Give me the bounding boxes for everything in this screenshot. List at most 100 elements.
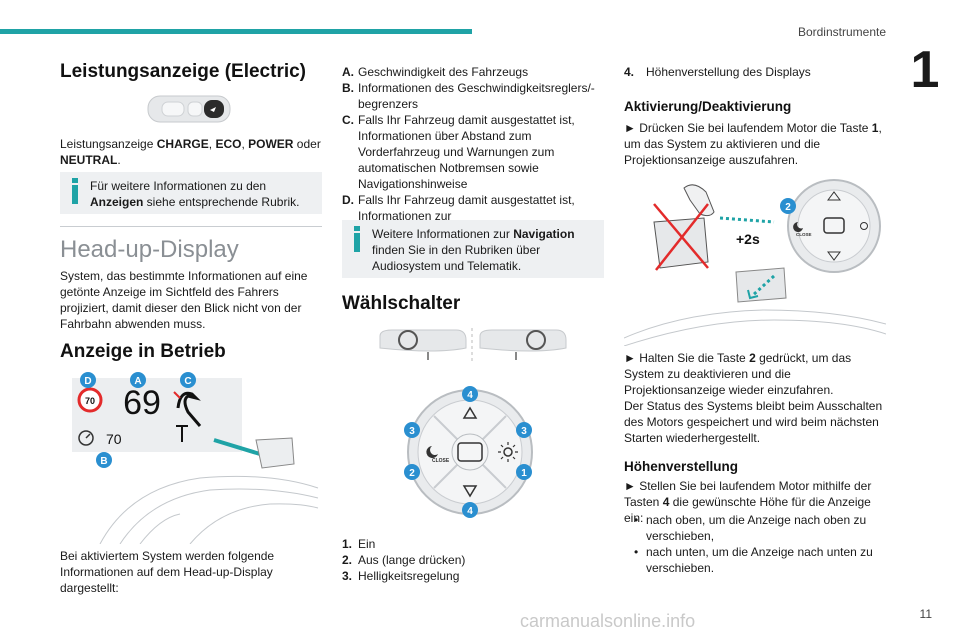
bullet-dot: • xyxy=(634,513,639,527)
divider xyxy=(60,226,322,227)
text: ► Halten Sie die Taste xyxy=(624,351,750,365)
text: ► Stellen Sie bei laufendem Motor mithil… xyxy=(624,479,872,509)
hud-display-image: 70 69 70 D A C B xyxy=(72,372,319,544)
hold-time-label: +2s xyxy=(736,231,760,247)
hud-bottom-text: Bei aktiviertem System werden folgende I… xyxy=(60,549,275,595)
info-text-bold: Anzeigen xyxy=(90,195,144,209)
badge-4-top: 4 xyxy=(462,386,478,402)
svg-text:A: A xyxy=(134,376,141,387)
list-item-4: 4.Höhenverstellung des Displays xyxy=(624,64,886,80)
leistung-text-oder: oder xyxy=(293,137,321,151)
label-a: A xyxy=(130,372,146,388)
bullet-dot: • xyxy=(634,545,639,559)
close-label: CLOSE xyxy=(432,458,450,464)
sep: , xyxy=(241,137,249,151)
list-item: B.Informationen des Geschwindigkeitsregl… xyxy=(342,80,604,112)
page-number: 11 xyxy=(919,607,932,621)
list-key: D. xyxy=(342,193,354,207)
info-text: finden Sie in den Rubriken über Audiosys… xyxy=(372,243,541,273)
svg-text:B: B xyxy=(100,456,107,467)
svg-text:4: 4 xyxy=(467,390,473,401)
info-icon xyxy=(352,226,362,252)
power-gauge-image xyxy=(147,95,231,123)
aktivierung-text: ► Drücken Sie bei laufendem Motor die Ta… xyxy=(624,120,886,168)
text: , um das System zu aktivieren und die Pr… xyxy=(624,121,882,167)
mode-charge: CHARGE xyxy=(156,137,209,151)
list-item: 2. Aus (lange drücken) xyxy=(342,552,604,568)
header-accent-bar xyxy=(0,29,472,34)
halten-text: ► Halten Sie die Taste 2 gedrückt, um da… xyxy=(624,350,886,398)
list-item: 1. Ein xyxy=(342,536,604,552)
list-item: A. Geschwindigkeit des Fahrzeugs xyxy=(342,64,604,80)
label-b: B xyxy=(96,452,112,468)
hohe-text: ► Stellen Sie bei laufendem Motor mithil… xyxy=(624,478,886,526)
text: ► Drücken Sie bei laufendem Motor die Ta… xyxy=(624,121,872,135)
list-text: nach unten, um die Anzeige nach unten zu… xyxy=(646,545,873,575)
list-text: Helligkeitsregelung xyxy=(358,569,460,583)
badge-3-right: 3 xyxy=(516,422,532,438)
column-1: Leistungsanzeige (Electric) xyxy=(60,60,322,84)
legend-list: 1. Ein 2. Aus (lange drücken) 3. Helligkeit… xyxy=(342,536,604,584)
label-c: C xyxy=(180,372,196,388)
svg-text:2: 2 xyxy=(785,202,791,213)
status-text: Der Status des Systems bleibt beim Aussc… xyxy=(624,399,883,445)
watermark: carmanualsonline.info xyxy=(520,611,696,631)
svg-text:3: 3 xyxy=(521,426,527,437)
svg-text:D: D xyxy=(84,376,91,387)
cruise-control-icon xyxy=(78,430,94,446)
heading-head-up-display: Head-up-Display xyxy=(60,236,239,263)
section-name: Bordinstrumente xyxy=(797,25,886,39)
list-item: C. Falls Ihr Fahrzeug damit ausgestattet … xyxy=(342,112,604,192)
bullet-list: • nach oben, um die Anzeige nach oben zu … xyxy=(624,512,886,576)
sun-icon xyxy=(498,442,518,462)
svg-text:3: 3 xyxy=(409,426,415,437)
hud-speed-value: 69 xyxy=(123,384,161,422)
info-icon xyxy=(70,178,80,204)
list-text: Aus (lange drücken) xyxy=(358,553,466,567)
close-label: CLOSE xyxy=(796,232,812,237)
text-bold: 2 xyxy=(749,351,756,365)
list-item: • nach unten, um die Anzeige nach unten z… xyxy=(624,544,886,576)
hud-cruise-value: 70 xyxy=(106,431,122,447)
sep: . xyxy=(117,153,121,167)
mode-eco: ECO xyxy=(215,137,242,151)
badge-2: 2 xyxy=(780,198,796,214)
heading-hohenverstellung: Höhenverstellung xyxy=(624,459,739,474)
heading-leistungsanzeige: Leistungsanzeige (Electric) xyxy=(60,61,307,82)
hud-description: System, das bestimmte Informationen auf … xyxy=(60,269,308,331)
list-text: nach oben, um die Anzeige nach oben zu v… xyxy=(646,513,867,543)
text: gedrückt, um das System zu deaktivieren … xyxy=(624,351,852,397)
info-text: siehe entsprechende Rubrik. xyxy=(143,195,300,209)
heading-aktivierung: Aktivierung/Deaktivierung xyxy=(624,99,792,114)
list-text: Geschwindigkeit des Fahrzeugs xyxy=(358,65,529,79)
heading-anzeige-in-betrieb: Anzeige in Betrieb xyxy=(60,341,226,362)
text: die gewünschte Höhe für die Anzeige ein: xyxy=(624,495,871,525)
svg-text:4: 4 xyxy=(467,506,473,517)
list-key: A. xyxy=(342,65,354,79)
badge-1: 1 xyxy=(516,464,532,480)
svg-text:C: C xyxy=(184,376,191,387)
mode-power: POWER xyxy=(248,137,294,151)
badge-3-left: 3 xyxy=(404,422,420,438)
list-text: Ein xyxy=(358,537,376,551)
leistung-text-pre: Leistungsanzeige xyxy=(60,137,157,151)
list-key: 4. xyxy=(624,65,635,79)
sep: , xyxy=(208,137,216,151)
list-key: C. xyxy=(342,113,354,127)
list-key: 2. xyxy=(342,553,353,567)
svg-text:1: 1 xyxy=(521,468,527,479)
text-bold: 4 xyxy=(662,495,670,509)
list-key: 1. xyxy=(342,537,353,551)
svg-text:2: 2 xyxy=(409,468,415,479)
heading-wahlschalter: Wählschalter xyxy=(342,293,461,314)
info-box-anzeigen: Für weitere Informationen zu den Anzeige… xyxy=(60,172,322,214)
info-list: A. Geschwindigkeit des Fahrzeugs B.Inform… xyxy=(342,64,604,240)
list-item: 3. Helligkeitsregelung xyxy=(342,568,604,584)
list-key: 3. xyxy=(342,569,353,583)
mode-neutral: NEUTRAL xyxy=(60,153,118,167)
text-bold: 1 xyxy=(871,121,879,135)
label-d: D xyxy=(80,372,96,388)
selector-switch-image: CLOSE 4 4 3 3 2 1 xyxy=(379,328,567,518)
list-key: B. xyxy=(342,81,354,95)
list-text: Falls Ihr Fahrzeug damit ausgestattet is… xyxy=(358,113,575,191)
